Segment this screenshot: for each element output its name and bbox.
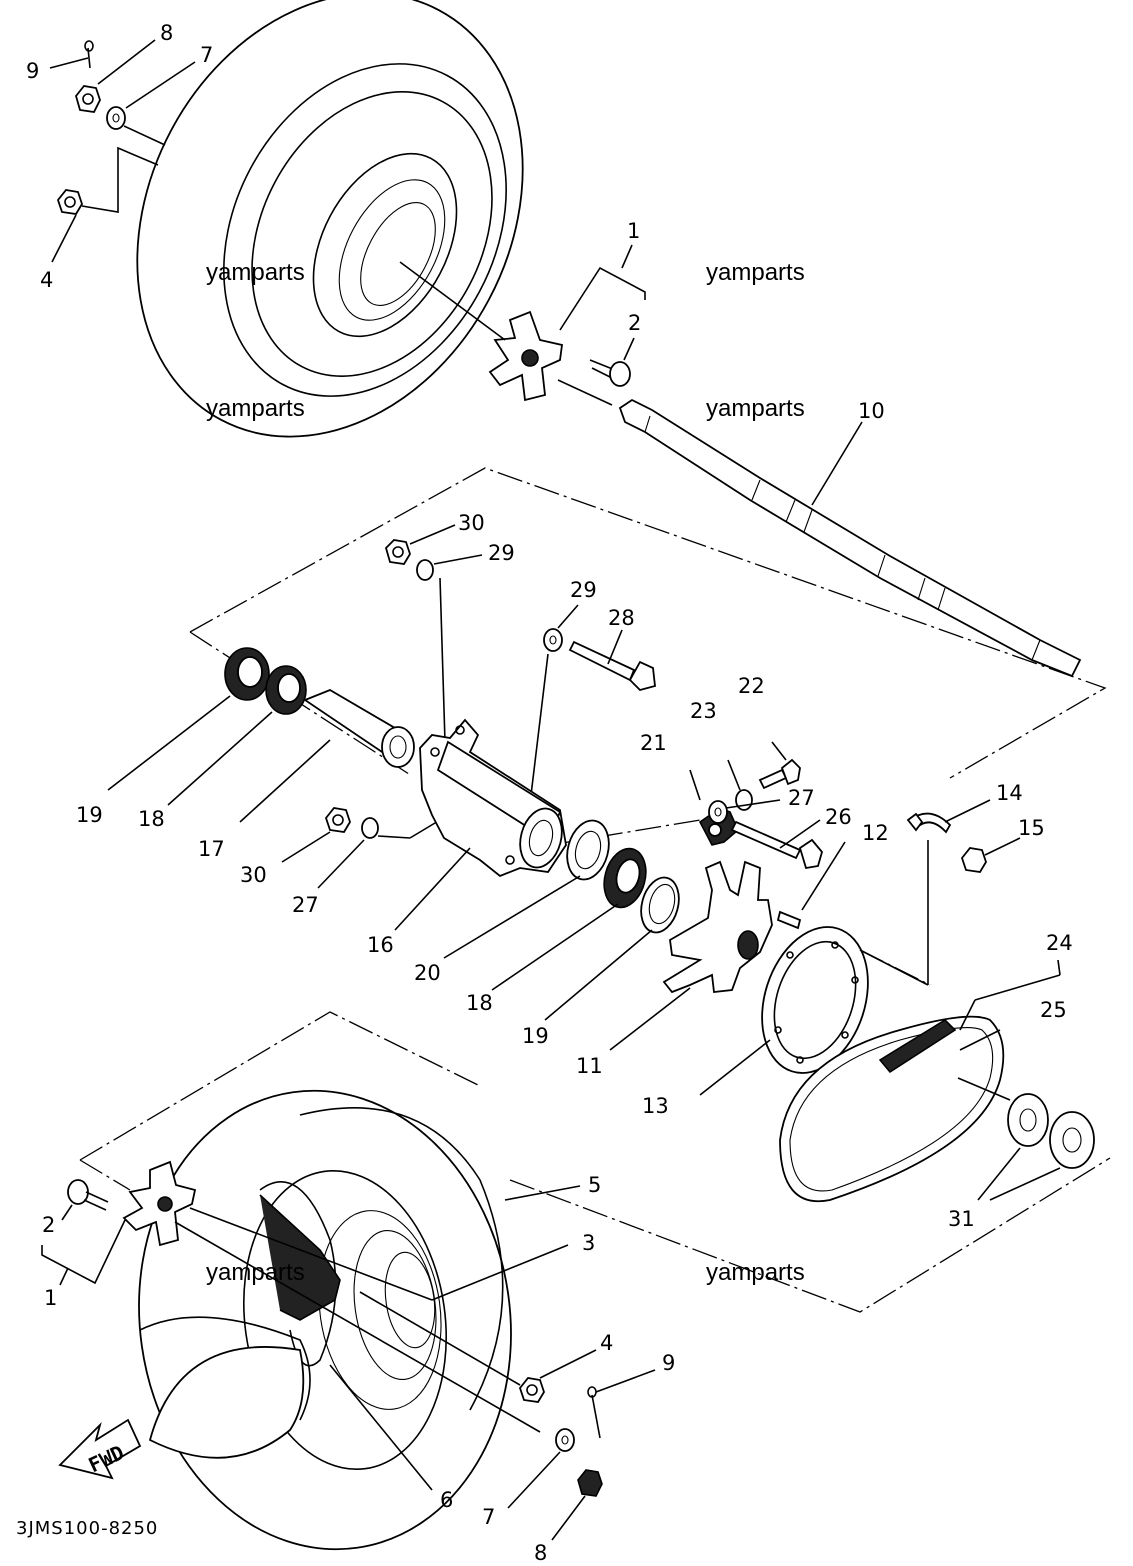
- bottom-wheel-hub-and-fasteners: [41, 1160, 656, 1541]
- bottom-rear-wheel: [138, 1089, 512, 1551]
- callout-8-bottom: 8: [534, 1541, 547, 1565]
- callout-25: 25: [1040, 998, 1067, 1022]
- top-wheel-hub: [399, 244, 646, 406]
- callout-26: 26: [825, 805, 852, 829]
- callout-29-top: 29: [488, 541, 515, 565]
- callout-6: 6: [440, 1488, 453, 1512]
- callout-7-bottom: 7: [482, 1505, 495, 1529]
- callout-27-left: 27: [292, 893, 319, 917]
- callout-14: 14: [996, 781, 1023, 805]
- callout-24: 24: [1046, 931, 1073, 955]
- hub-bearings-right: [443, 819, 680, 1021]
- callout-27-right: 27: [788, 786, 815, 810]
- callout-12: 12: [862, 821, 889, 845]
- drive-chain-parts: [779, 959, 1095, 1203]
- rear-sprocket: [699, 840, 929, 1096]
- callout-19-left: 19: [76, 803, 103, 827]
- sprocket-hub: [609, 841, 846, 1051]
- callout-30-left: 30: [240, 863, 267, 887]
- top-wheel-fasteners: [49, 39, 196, 263]
- callout-11: 11: [576, 1054, 603, 1078]
- callout-22: 22: [738, 674, 765, 698]
- callout-15: 15: [1018, 816, 1045, 840]
- assembly-outline-middle: [189, 467, 1107, 779]
- callout-18-left: 18: [138, 807, 165, 831]
- chain-tensioner-parts: [689, 741, 1021, 873]
- callout-28: 28: [608, 606, 635, 630]
- callout-7-top: 7: [200, 43, 213, 67]
- callout-16: 16: [367, 933, 394, 957]
- callout-numbers: 9 8 7 4 1 2 10 30 29 29 28 22 23 21 27 2…: [26, 21, 1073, 1565]
- callout-8-top: 8: [160, 21, 173, 45]
- watermark: yamparts: [706, 1259, 805, 1286]
- callout-20: 20: [414, 961, 441, 985]
- callout-19-mid: 19: [522, 1024, 549, 1048]
- callout-9-top: 9: [26, 59, 39, 83]
- forward-direction-arrow: FWD: [58, 1418, 142, 1480]
- callout-21: 21: [640, 731, 667, 755]
- callout-9-bottom: 9: [662, 1351, 675, 1375]
- callout-4-top: 4: [40, 268, 53, 292]
- callout-17: 17: [198, 837, 225, 861]
- callout-3: 3: [582, 1231, 595, 1255]
- bearing-housing-parts: [107, 524, 656, 931]
- callout-2-bottom: 2: [42, 1213, 55, 1237]
- watermark: yamparts: [706, 395, 805, 422]
- callout-31: 31: [948, 1207, 975, 1231]
- callout-1-top: 1: [627, 219, 640, 243]
- callout-2-top: 2: [628, 311, 641, 335]
- top-rear-wheel: [136, 0, 524, 438]
- watermarks: yamparts yamparts yamparts yamparts yamp…: [206, 259, 805, 1286]
- diagram-code: 3JMS100-8250: [16, 1518, 158, 1539]
- callout-29-mid: 29: [570, 578, 597, 602]
- assembly-outline-bottom: [79, 1011, 479, 1161]
- callout-30-top: 30: [458, 511, 485, 535]
- watermark: yamparts: [206, 395, 305, 422]
- callout-10: 10: [858, 399, 885, 423]
- watermark: yamparts: [706, 259, 805, 286]
- callout-23: 23: [690, 699, 717, 723]
- watermark: yamparts: [206, 259, 305, 286]
- callout-5: 5: [588, 1173, 601, 1197]
- watermark: yamparts: [206, 1259, 305, 1286]
- rear-axle: [618, 398, 1082, 678]
- callout-18-mid: 18: [466, 991, 493, 1015]
- callout-4-bottom: 4: [600, 1331, 613, 1355]
- callout-13: 13: [642, 1094, 669, 1118]
- callout-1-bottom: 1: [44, 1286, 57, 1310]
